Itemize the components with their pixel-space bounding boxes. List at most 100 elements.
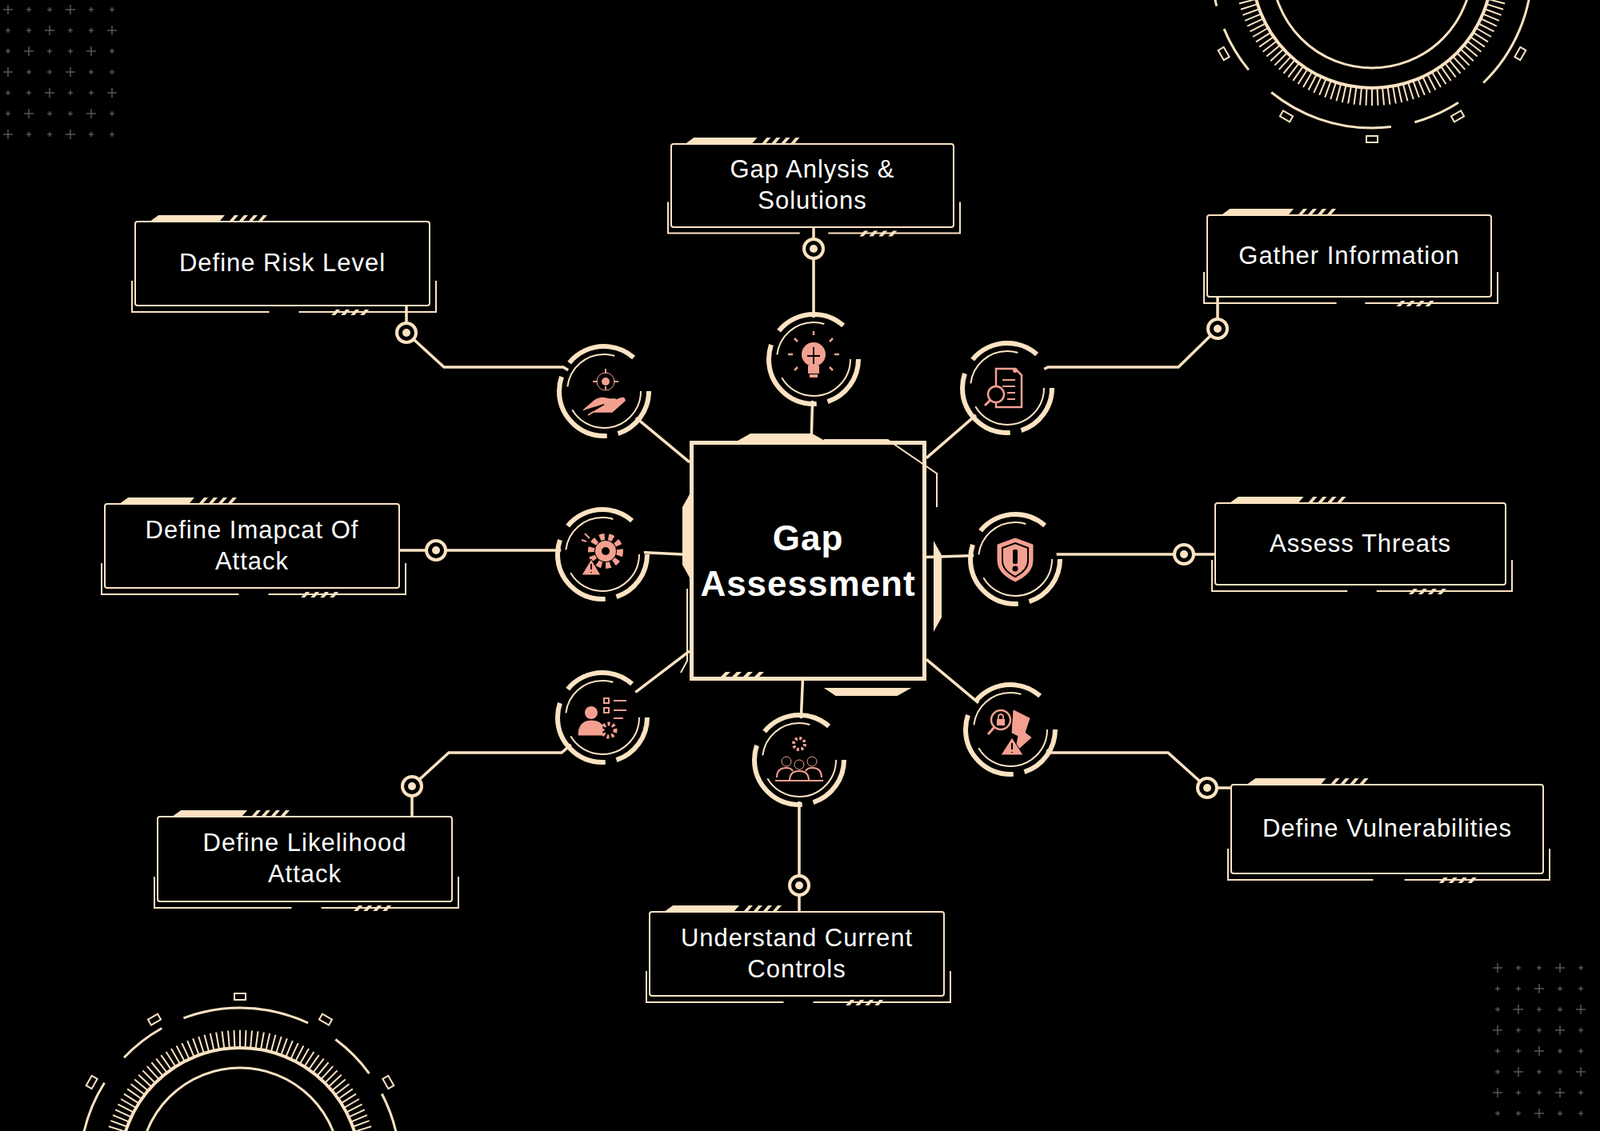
box-label: Gap Anlysis & Solutions xyxy=(686,154,939,217)
decor-shape xyxy=(984,368,1022,408)
step-icon xyxy=(962,343,1052,433)
decor-shape xyxy=(65,67,76,77)
decor-shape xyxy=(88,7,94,12)
decor-shape xyxy=(218,497,228,504)
decor-shape xyxy=(808,365,820,374)
decor-shape xyxy=(997,538,1033,582)
decor-shape xyxy=(109,69,115,75)
decor-shape xyxy=(988,727,995,735)
decor-shape xyxy=(878,231,888,237)
decor-shape xyxy=(583,368,625,416)
decor-shape xyxy=(1557,986,1563,992)
decor-shape xyxy=(984,400,991,406)
decor-shape xyxy=(686,137,758,144)
decor-shape xyxy=(1388,87,1391,105)
decor-shape xyxy=(753,905,763,912)
decor-shape xyxy=(1578,1028,1584,1033)
decor-shape xyxy=(1555,963,1565,973)
step-box: Define Likelihood Attack xyxy=(156,816,453,903)
decor-shape xyxy=(732,672,742,677)
decor-shape xyxy=(3,67,13,77)
decor-shape xyxy=(1534,1108,1544,1119)
decor-shape xyxy=(47,69,52,75)
decor-shape xyxy=(109,7,115,12)
decor-shape xyxy=(65,129,76,140)
decor-shape xyxy=(590,564,592,573)
decor-shape xyxy=(592,368,619,390)
decor-shape xyxy=(1536,1069,1542,1075)
decor-shape xyxy=(88,28,94,33)
decor-shape xyxy=(1495,1111,1500,1116)
decor-shape xyxy=(109,48,115,54)
decor-shape xyxy=(47,132,52,137)
decor-shape xyxy=(788,331,840,371)
decor-shape xyxy=(1555,1025,1565,1036)
decor-shape xyxy=(763,905,772,912)
decor-shape xyxy=(1228,848,1373,880)
decor-shape xyxy=(252,810,261,816)
decor-shape xyxy=(970,514,1060,604)
decor-shape xyxy=(1308,208,1317,215)
decor-shape xyxy=(1180,550,1188,559)
decor-shape xyxy=(88,90,94,96)
decor-shape xyxy=(1348,86,1352,104)
decor-shape xyxy=(970,351,1044,425)
decor-shape xyxy=(1244,13,1261,20)
decor-shape xyxy=(408,782,416,791)
decor-shape xyxy=(44,25,55,36)
decor-shape xyxy=(1578,965,1584,971)
step-icon xyxy=(965,684,1056,775)
decor-shape xyxy=(743,672,753,677)
decor-shape xyxy=(775,738,824,781)
decor-shape xyxy=(1327,208,1336,215)
decor-shape xyxy=(107,88,117,98)
decor-shape xyxy=(1324,80,1332,98)
decor-shape xyxy=(888,231,897,237)
decor-shape xyxy=(1197,778,1217,798)
decor-shape xyxy=(261,810,271,816)
step-box: Assess Threats xyxy=(1214,502,1507,586)
decor-shape xyxy=(228,1031,230,1049)
decor-shape xyxy=(132,280,270,312)
decor-shape xyxy=(208,497,218,504)
decor-shape xyxy=(120,497,196,504)
decor-shape xyxy=(1203,784,1212,792)
decor-shape xyxy=(1212,0,1532,128)
decor-shape xyxy=(432,546,440,555)
decor-shape xyxy=(265,1033,270,1051)
dot-grid xyxy=(3,4,117,140)
decor-shape xyxy=(24,108,34,119)
box-label: Define Risk Level xyxy=(179,248,386,280)
decor-shape xyxy=(88,69,94,75)
decor-shape xyxy=(762,723,836,797)
decor-shape xyxy=(1516,965,1521,971)
decor-shape xyxy=(557,509,648,600)
decor-shape xyxy=(1448,877,1458,884)
decor-shape xyxy=(151,215,226,221)
decor-shape xyxy=(772,905,782,912)
dot-grid xyxy=(1492,963,1586,1119)
decor-shape xyxy=(1239,0,1256,4)
decor-shape xyxy=(768,314,859,404)
box-label: Gap Assessment xyxy=(700,515,916,607)
step-icon xyxy=(557,672,648,763)
decor-shape xyxy=(807,756,817,767)
decor-shape xyxy=(86,46,96,56)
decor-shape xyxy=(736,433,826,442)
step-icon xyxy=(754,715,844,805)
decor-shape xyxy=(426,540,446,560)
decor-shape xyxy=(5,48,11,54)
decor-shape xyxy=(1002,543,1028,577)
step-box: Define Imapcat Of Attack xyxy=(104,503,400,589)
decor-shape xyxy=(775,768,824,781)
decor-shape xyxy=(192,1038,200,1056)
decor-shape xyxy=(260,1032,264,1051)
decor-shape xyxy=(181,1043,189,1060)
decor-shape xyxy=(280,1038,288,1056)
decor-shape xyxy=(244,1030,248,1048)
decor-shape xyxy=(1364,88,1368,106)
end-dot xyxy=(402,776,422,796)
step-box: Understand Current Controls xyxy=(648,911,945,997)
decor-shape xyxy=(584,706,598,720)
decor-shape xyxy=(965,346,1049,430)
